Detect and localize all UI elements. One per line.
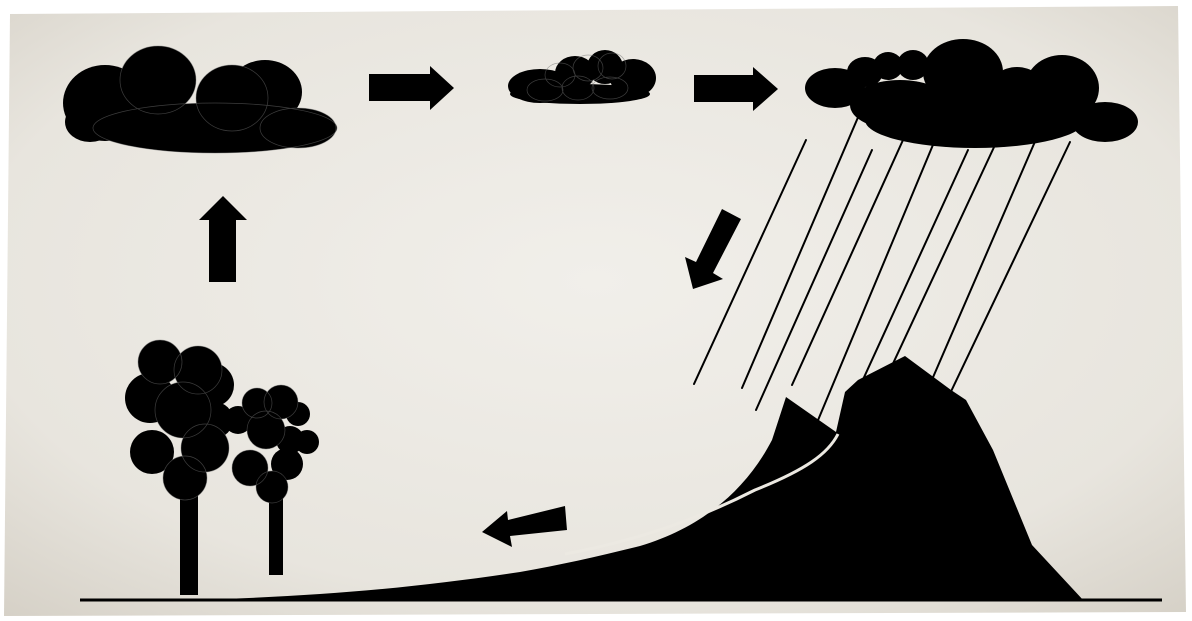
water-cycle-diagram: [0, 0, 1192, 621]
